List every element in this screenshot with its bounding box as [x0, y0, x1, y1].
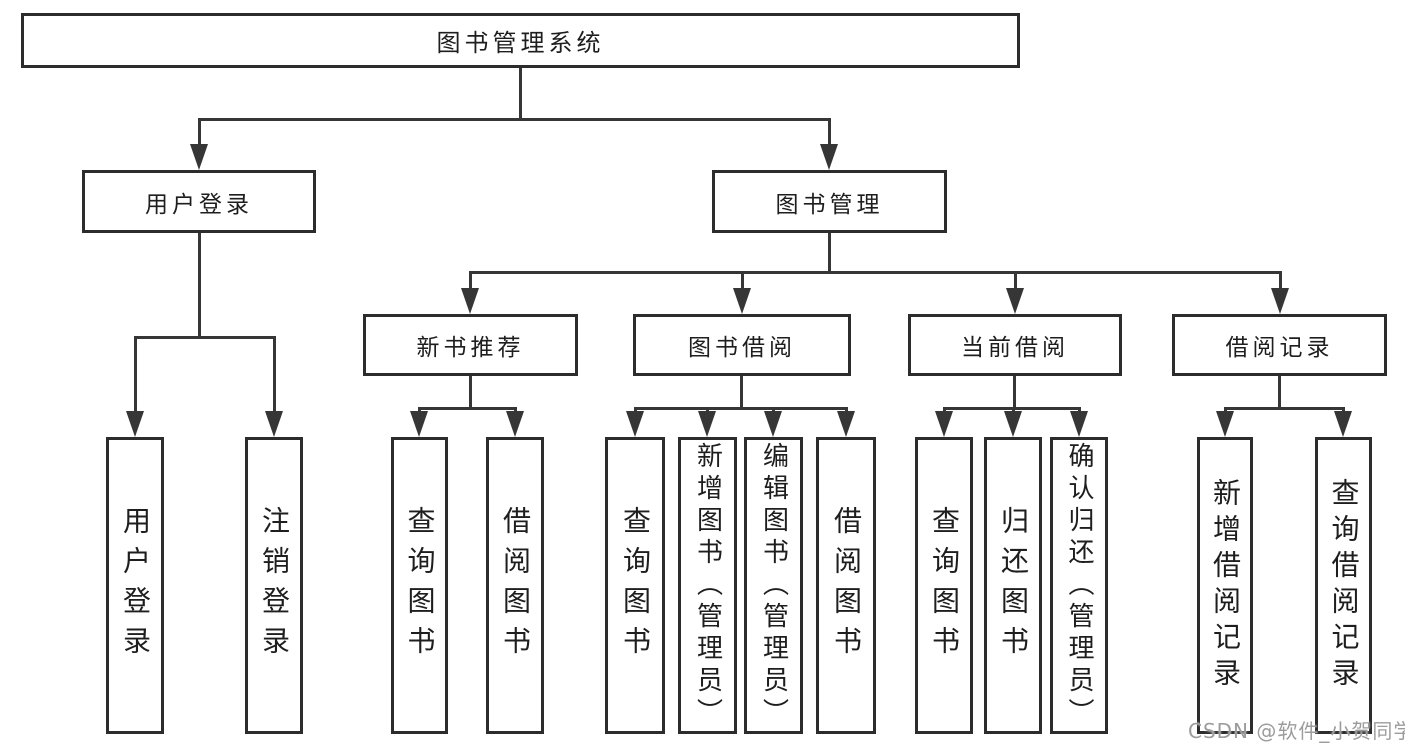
arrowhead-icon — [698, 411, 716, 437]
arrowhead-icon — [461, 288, 479, 314]
node-label: 确认归还（管理员） — [1064, 441, 1094, 730]
node-label: 图书管理 — [775, 191, 884, 218]
node-label: 编辑图书（管理员） — [758, 441, 789, 730]
node-label: 查询图书 — [403, 505, 437, 666]
node-label: 图书管理系统 — [436, 29, 605, 57]
leaf-borrow-book-recommend: 借阅图书 — [486, 437, 544, 734]
connector-line — [1013, 376, 1016, 410]
node-label: 新书推荐 — [416, 335, 525, 361]
leaf-query-book-current: 查询图书 — [915, 437, 973, 734]
connector-line — [198, 118, 831, 121]
node-system-root: 图书管理系统 — [21, 13, 1020, 68]
connector-line — [519, 68, 522, 121]
arrowhead-icon — [837, 411, 855, 437]
leaf-logout: 注销登录 — [245, 437, 303, 734]
arrowhead-icon — [265, 411, 283, 437]
connector-line — [469, 271, 472, 290]
connector-line — [828, 233, 831, 274]
node-book-management: 图书管理 — [712, 170, 947, 233]
connector-line — [706, 407, 709, 414]
arrowhead-icon — [1004, 411, 1022, 437]
connector-line — [418, 407, 421, 414]
leaf-user-login: 用户登录 — [106, 437, 164, 734]
node-current-borrow: 当前借阅 — [908, 314, 1122, 376]
arrowhead-icon — [126, 411, 144, 437]
leaf-add-borrow-record: 新增借阅记录 — [1197, 437, 1253, 734]
arrowhead-icon — [820, 144, 838, 170]
connector-line — [1224, 407, 1227, 414]
arrowhead-icon — [1216, 411, 1234, 437]
arrowhead-icon — [1006, 288, 1024, 314]
connector-line — [1279, 271, 1282, 290]
arrowhead-icon — [1334, 411, 1352, 437]
node-label: 用户登录 — [145, 191, 253, 218]
arrowhead-icon — [410, 411, 428, 437]
node-label: 归还图书 — [997, 505, 1030, 666]
connector-line — [273, 336, 276, 413]
leaf-query-book-recommend: 查询图书 — [391, 437, 448, 734]
node-label: 借阅图书 — [499, 505, 532, 666]
connector-line — [514, 407, 517, 414]
arrowhead-icon — [764, 411, 782, 437]
node-label: 查询借阅记录 — [1327, 477, 1361, 694]
node-label: 借阅图书 — [830, 505, 863, 666]
node-label: 用户登录 — [119, 505, 152, 666]
node-label: 查询图书 — [928, 505, 961, 666]
leaf-confirm-return-admin: 确认归还（管理员） — [1050, 437, 1108, 734]
connector-line — [634, 407, 637, 414]
leaf-edit-book-admin: 编辑图书（管理员） — [744, 437, 803, 734]
arrowhead-icon — [935, 411, 953, 437]
connector-line — [469, 376, 472, 410]
connector-line — [740, 376, 743, 410]
connector-line — [828, 118, 831, 146]
node-label: 图书借阅 — [688, 335, 796, 361]
node-new-book-recommend: 新书推荐 — [363, 314, 578, 376]
leaf-add-book-admin: 新增图书（管理员） — [678, 437, 737, 734]
connector-line — [845, 407, 848, 414]
connector-line — [134, 336, 276, 339]
leaf-borrow-book: 借阅图书 — [816, 437, 876, 734]
connector-line — [772, 407, 775, 414]
node-label: 当前借阅 — [961, 335, 1069, 361]
leaf-query-book-borrow: 查询图书 — [605, 437, 665, 734]
node-user-login: 用户登录 — [82, 170, 316, 233]
connector-line — [634, 407, 848, 410]
connector-line — [1012, 407, 1015, 414]
node-label: 借阅记录 — [1225, 335, 1334, 361]
csdn-watermark: CSDN @软件_小贺同学 — [1188, 719, 1405, 743]
connector-line — [198, 232, 201, 339]
connector-line — [134, 336, 137, 413]
node-borrow-record: 借阅记录 — [1172, 314, 1387, 376]
node-label: 新增借阅记录 — [1209, 477, 1242, 694]
arrowhead-icon — [506, 411, 524, 437]
leaf-return-book: 归还图书 — [984, 437, 1042, 734]
node-label: 注销登录 — [258, 505, 291, 666]
arrowhead-icon — [1070, 411, 1088, 437]
connector-line — [1078, 407, 1081, 414]
connector-line — [1342, 407, 1345, 414]
arrowhead-icon — [1271, 288, 1289, 314]
node-label: 新增图书（管理员） — [692, 441, 723, 730]
node-label: 查询图书 — [619, 505, 652, 666]
connector-line — [198, 118, 201, 146]
leaf-query-borrow-record: 查询借阅记录 — [1315, 437, 1372, 734]
connector-line — [943, 407, 946, 414]
connector-line — [469, 271, 1282, 274]
connector-line — [1014, 271, 1017, 290]
node-book-borrow: 图书借阅 — [633, 314, 851, 376]
arrowhead-icon — [733, 288, 751, 314]
connector-line — [1278, 376, 1281, 410]
arrowhead-icon — [626, 411, 644, 437]
connector-line — [741, 271, 744, 290]
connector-line — [418, 407, 517, 410]
arrowhead-icon — [190, 144, 208, 170]
connector-line — [1224, 407, 1345, 410]
